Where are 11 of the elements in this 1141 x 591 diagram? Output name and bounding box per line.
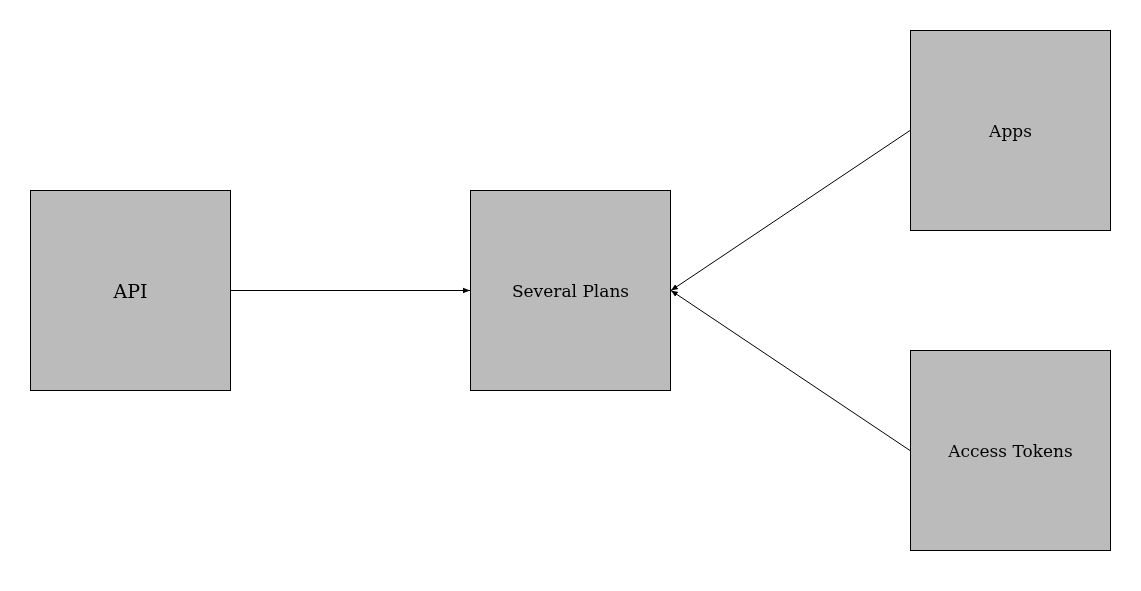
box-label: Several Plans [511, 280, 630, 301]
box-label: API [113, 279, 148, 302]
process-box [30, 190, 231, 391]
arrow [670, 290, 911, 451]
box-label: Access Tokens [948, 440, 1073, 461]
process-box [910, 350, 1111, 551]
box-label: Apps [989, 120, 1032, 141]
arrow [670, 130, 911, 291]
arrow [230, 287, 471, 294]
process-box [470, 190, 671, 391]
process-box [910, 30, 1111, 231]
